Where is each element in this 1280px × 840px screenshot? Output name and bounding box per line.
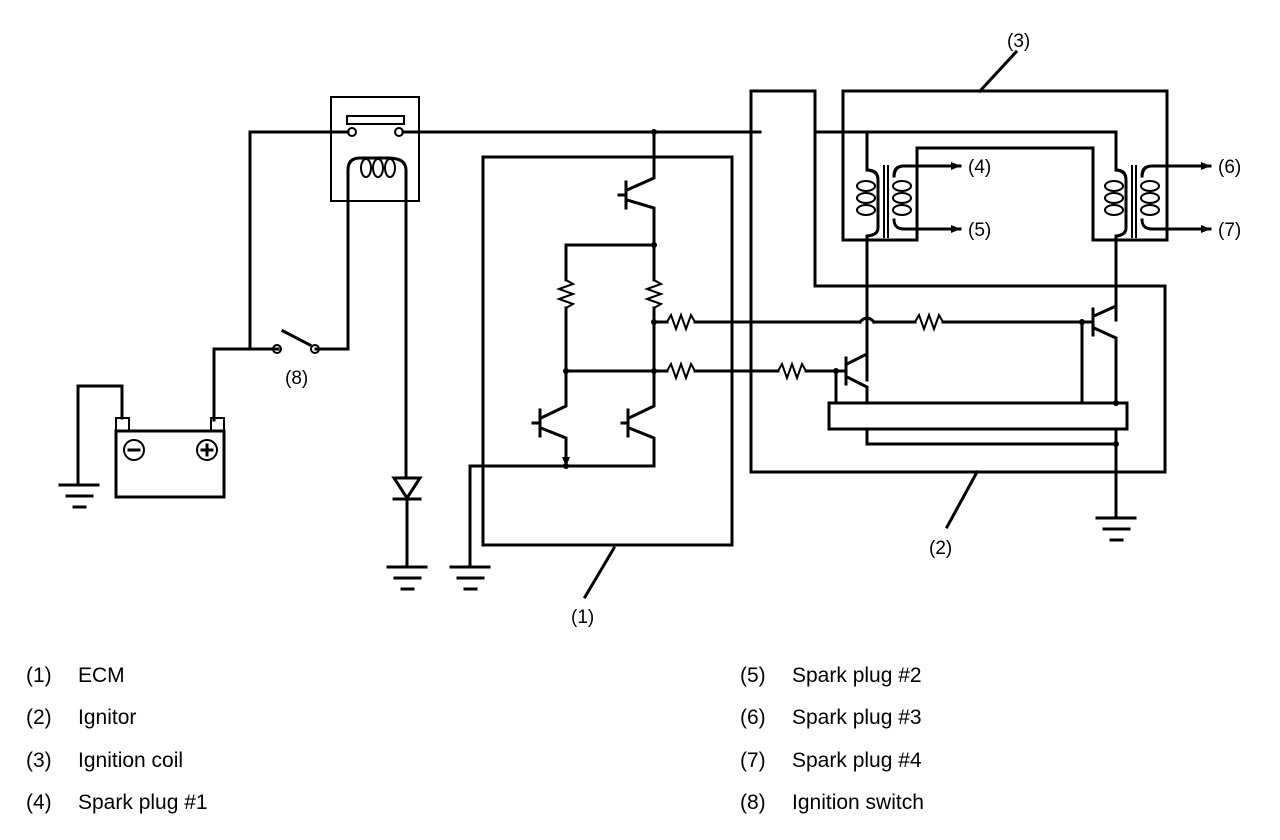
- coil-2: (6) (7): [1104, 157, 1241, 322]
- main-relay: [330, 96, 420, 207]
- ground-diode: [386, 565, 428, 591]
- callout-ignition-switch: (8): [285, 368, 308, 389]
- diode: [391, 476, 423, 569]
- ignitor-circuit: [776, 303, 1129, 517]
- ignition-switch: (8): [272, 328, 320, 389]
- ecm-circuit: [468, 129, 862, 569]
- coil-1: (4) (5): [856, 157, 991, 382]
- callout-ecm: (1): [571, 607, 594, 628]
- ground-ecm: [449, 565, 491, 591]
- power-wiring: [212, 130, 1118, 480]
- ground-ignitor: [1095, 516, 1137, 542]
- ground-battery: [58, 483, 100, 509]
- callout-ignitor: (2): [929, 538, 952, 559]
- callout-spark-plug-1: (4): [968, 157, 991, 178]
- ecm-box: (1): [481, 155, 734, 628]
- callout-spark-plug-3: (6): [1218, 157, 1241, 178]
- callout-spark-plug-2: (5): [968, 220, 991, 241]
- callout-spark-plug-4: (7): [1218, 220, 1241, 241]
- callout-ignition-coil: (3): [1007, 31, 1030, 52]
- ignitor-box: (2): [749, 89, 1167, 559]
- battery: [76, 384, 226, 499]
- ignition-coil-box: (3): [841, 31, 1169, 242]
- ignition-schematic: (8) (1): [58, 31, 1241, 628]
